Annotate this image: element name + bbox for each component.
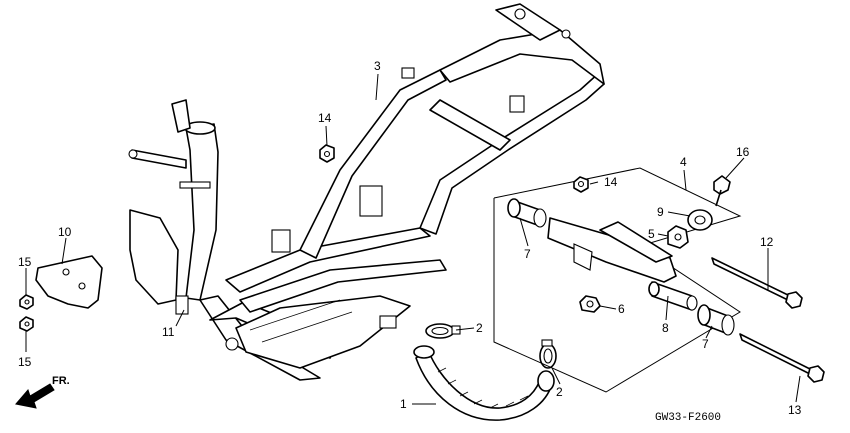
diagram-code: GW33-F2600 [655,412,721,424]
frame-body [128,3,605,381]
nut-15-upper [19,294,34,310]
collar-8 [648,281,698,311]
callout-2b: 2 [556,385,563,399]
clamp-2-upper [425,323,461,339]
callout-1: 1 [400,397,407,411]
bracket-part [35,255,103,309]
callout-16: 16 [736,145,750,159]
rubber-9 [687,209,713,231]
callout-7a: 7 [524,247,531,261]
nut-14-hanger [573,176,589,193]
callout-13: 13 [788,403,802,417]
callout-14a: 14 [318,111,332,125]
stopper-6 [579,295,601,313]
bolt-12 [711,257,803,309]
callout-2a: 2 [476,321,483,335]
callout-3: 3 [374,59,381,73]
leader-lines [25,73,801,405]
callout-7b: 7 [702,337,709,351]
callout-10: 10 [58,225,72,239]
callout-4: 4 [680,155,687,169]
bolt-13 [739,333,825,383]
callout-6: 6 [618,302,625,316]
callout-15a: 15 [18,255,32,269]
callout-14b: 14 [604,175,618,189]
callout-15b: 15 [18,355,32,369]
callout-12: 12 [760,235,774,249]
callout-11: 11 [162,325,175,339]
bush-7-lower [697,304,735,336]
nut-15-lower [19,316,34,332]
engine-hanger-link [547,217,677,283]
bolt-16 [713,175,731,207]
callout-5: 5 [648,227,655,241]
callout-9: 9 [657,205,664,219]
hose-part [413,345,555,421]
callout-8: 8 [662,321,669,335]
stopper-5 [667,225,689,249]
front-indicator-label: FR. [52,375,70,387]
nut-14-frame [319,144,335,163]
bush-7-upper [507,198,547,228]
clamp-2-lower [539,339,557,369]
assembly-box-4 [493,167,742,393]
front-arrow-icon [15,383,55,409]
